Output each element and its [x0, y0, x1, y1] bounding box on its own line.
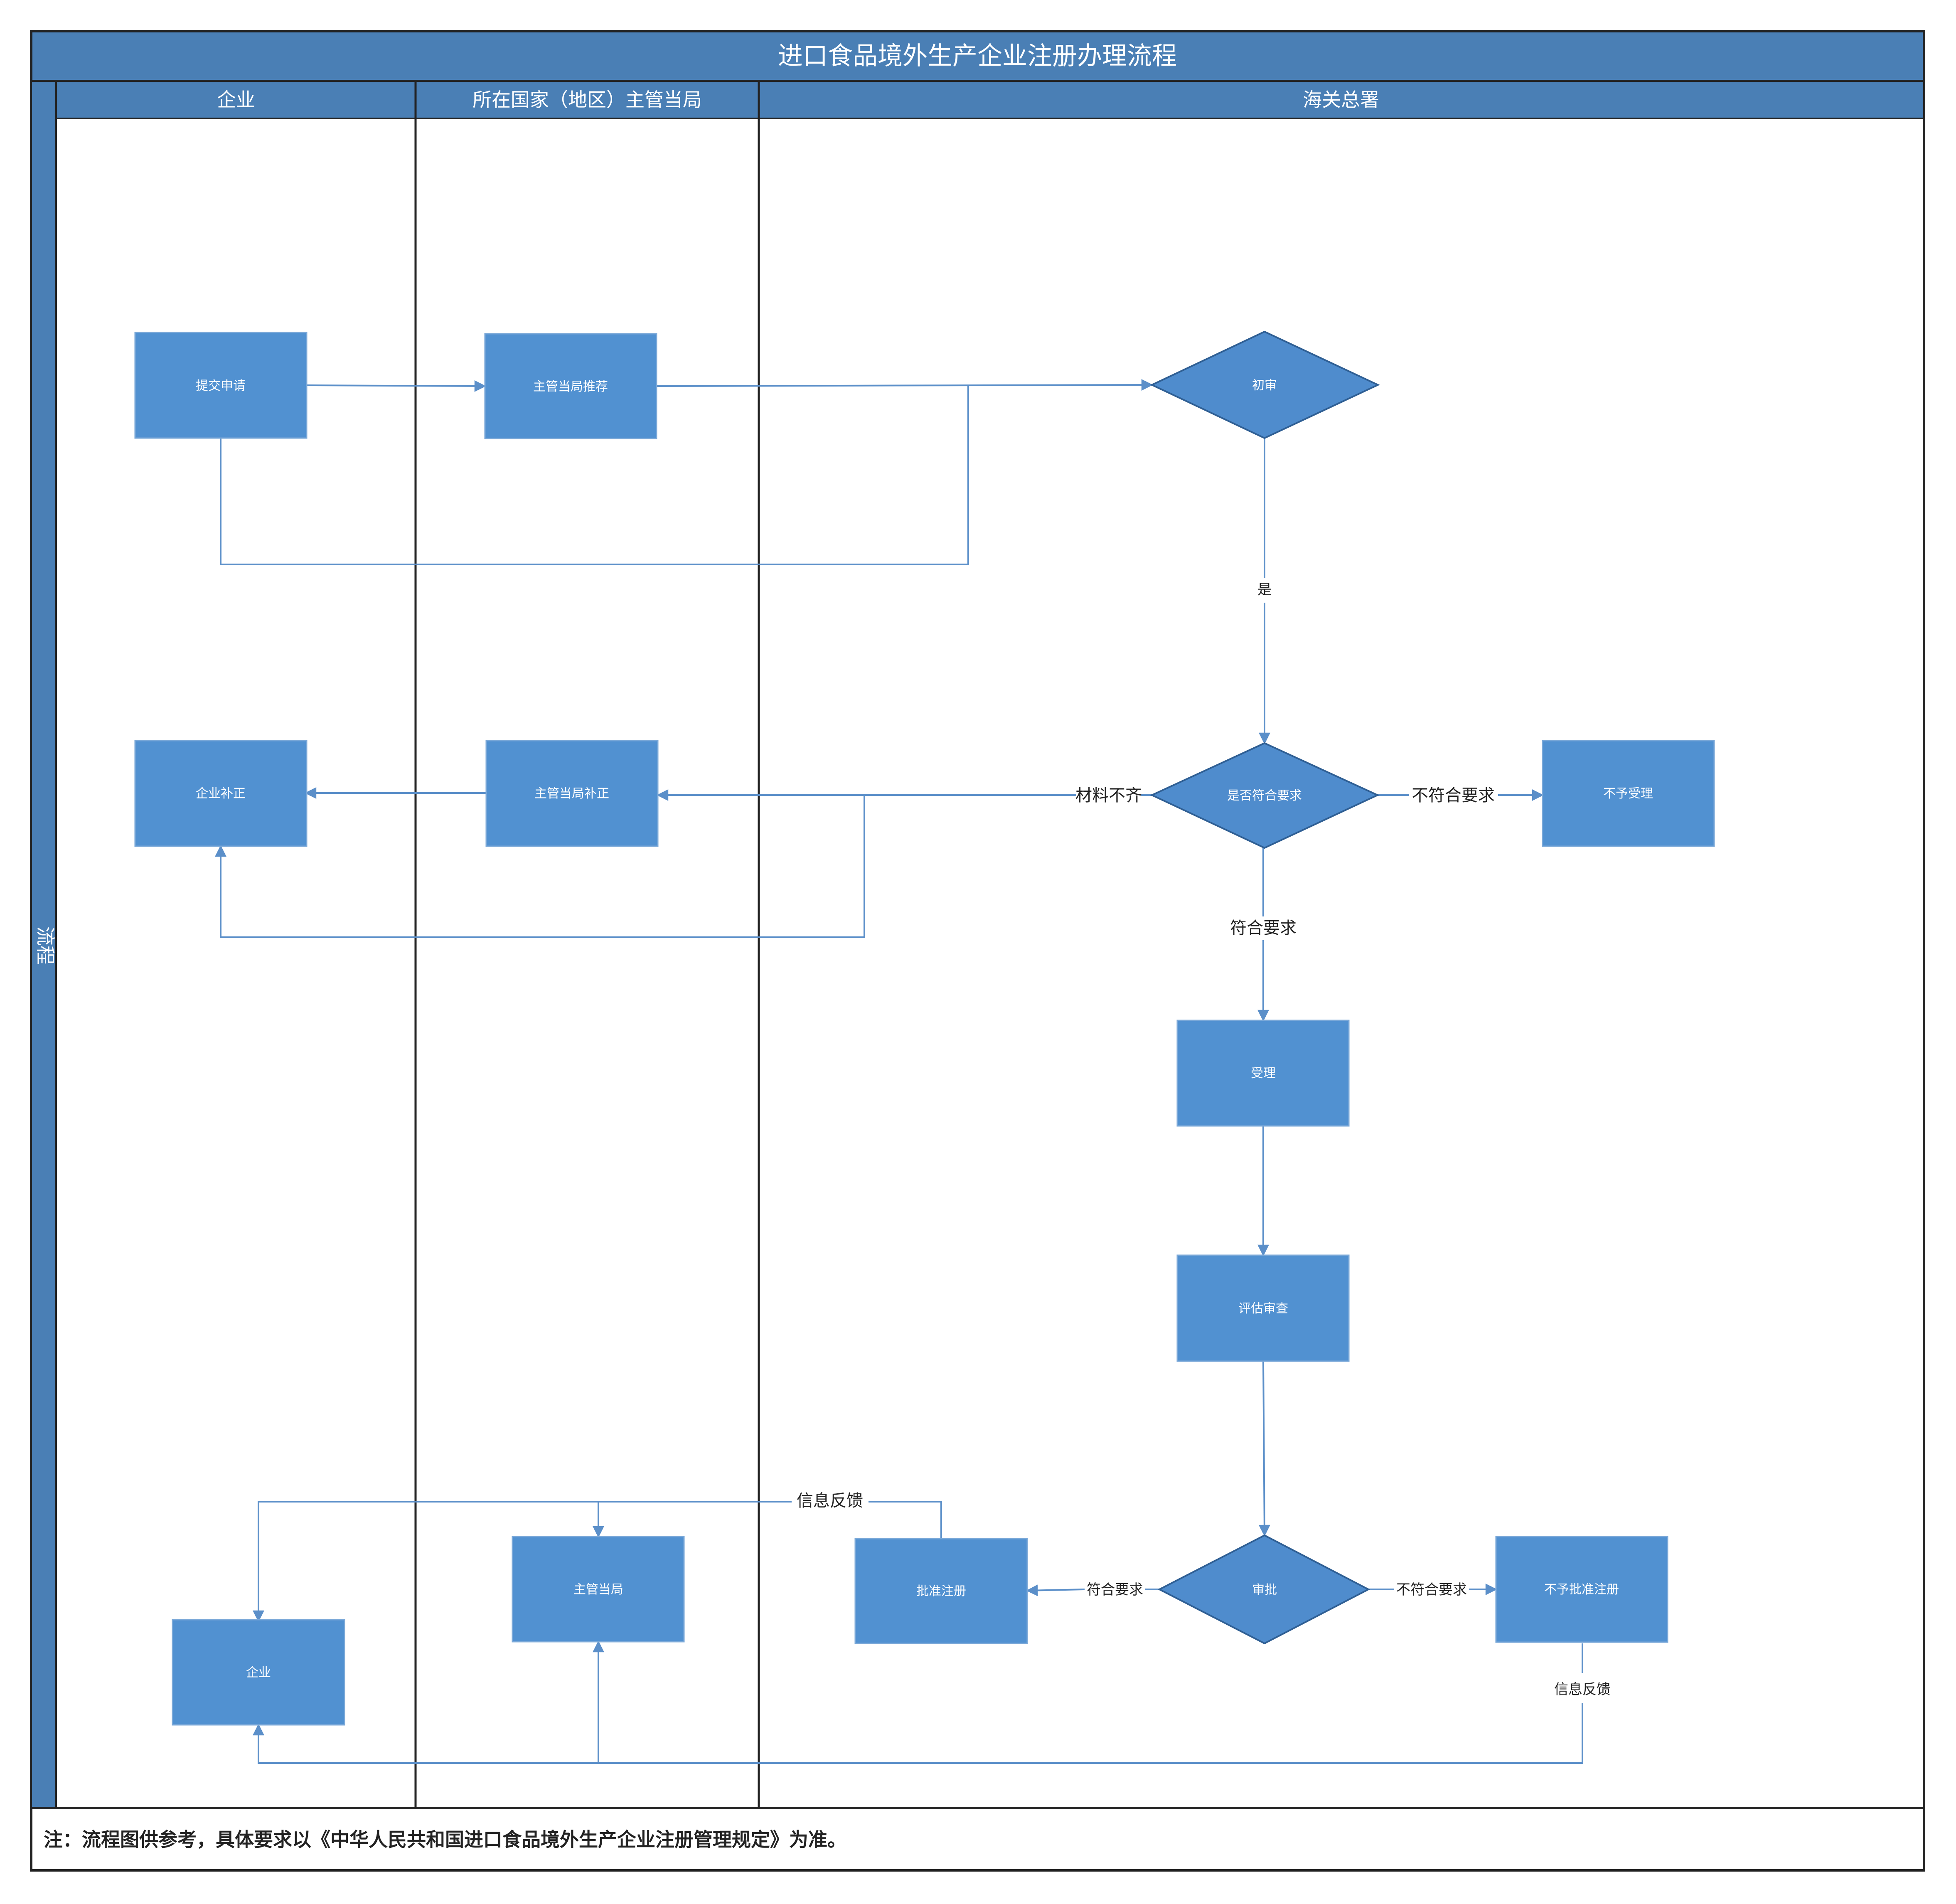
edge-feedback-top-right	[869, 1501, 942, 1539]
node-requirements-check-label: 是否符合要求	[1227, 788, 1302, 803]
edge-label-feedback-top: 信息反馈	[797, 1491, 863, 1510]
node-reject-label: 不予受理	[1603, 786, 1653, 801]
edge-label-incomplete: 材料不齐	[1075, 786, 1142, 805]
edge-label-feedback-right: 信息反馈	[1554, 1681, 1611, 1698]
lane-header-authority: 所在国家（地区）主管当局	[472, 89, 702, 111]
node-initial-review	[1150, 330, 1380, 439]
node-approve-registration	[854, 1538, 1028, 1644]
node-submit-label: 提交申请	[196, 379, 246, 393]
node-enterprise-supplement-label: 企业补正	[196, 786, 246, 801]
edge-label-compliant: 符合要求	[1230, 919, 1297, 938]
node-deny-registration	[1495, 1536, 1668, 1643]
node-authority-recommend-label: 主管当局推荐	[533, 379, 608, 394]
node-enterprise-supplement	[134, 740, 308, 847]
node-enterprise	[172, 1619, 345, 1726]
node-approval-label: 审批	[1252, 1583, 1277, 1597]
lane-header-enterprise: 企业	[217, 89, 255, 111]
node-deny-registration-label: 不予批准注册	[1544, 1582, 1619, 1597]
edge-approval-to-approve-arrow	[1026, 1584, 1085, 1596]
node-authority-supplement	[485, 740, 659, 847]
edge-label-approval-compliant: 符合要求	[1087, 1581, 1143, 1598]
node-authority-supplement-label: 主管当局补正	[534, 786, 609, 801]
node-accept-label: 受理	[1251, 1066, 1276, 1081]
node-evaluation-label: 评估审查	[1238, 1301, 1288, 1316]
lane-header-customs: 海关总署	[1303, 89, 1379, 111]
edge-check-to-ent-supplement	[215, 795, 865, 938]
title-bar	[30, 30, 1925, 82]
node-evaluation	[1176, 1254, 1350, 1362]
node-authority	[512, 1536, 685, 1643]
node-approval	[1157, 1534, 1370, 1645]
node-submit	[134, 332, 308, 439]
node-authority-recommend	[484, 333, 657, 439]
node-requirements-check	[1150, 742, 1380, 849]
node-approve-registration-label: 批准注册	[916, 1584, 966, 1599]
lane-header-bar	[55, 80, 1925, 119]
footnote: 注：流程图供参考，具体要求以《中华人民共和国进口食品境外生产企业注册管理规定》为…	[44, 1828, 846, 1851]
edge-submit-to-recommend	[306, 380, 486, 392]
side-label: 流程	[34, 926, 57, 965]
edge-label-noncompliant: 不符合要求	[1412, 786, 1495, 805]
node-authority-label: 主管当局	[573, 1582, 623, 1597]
node-initial-review-label: 初审	[1252, 378, 1277, 393]
node-reject	[1542, 740, 1715, 847]
edge-feedback-top-to-enterprise	[253, 1501, 792, 1622]
node-accept	[1176, 1020, 1350, 1127]
edge-label-yes: 是	[1257, 581, 1272, 598]
edge-recommend-to-initial	[656, 379, 1153, 391]
edge-eval-to-approval	[1258, 1361, 1270, 1537]
diagram-title: 进口食品境外生产企业注册办理流程	[778, 42, 1177, 71]
edge-submit-bypass	[220, 385, 969, 565]
node-enterprise-label: 企业	[246, 1665, 271, 1680]
edge-feedback-bottom-to-enterprise	[253, 1703, 1583, 1764]
edge-label-approval-noncompliant: 不符合要求	[1396, 1581, 1467, 1598]
